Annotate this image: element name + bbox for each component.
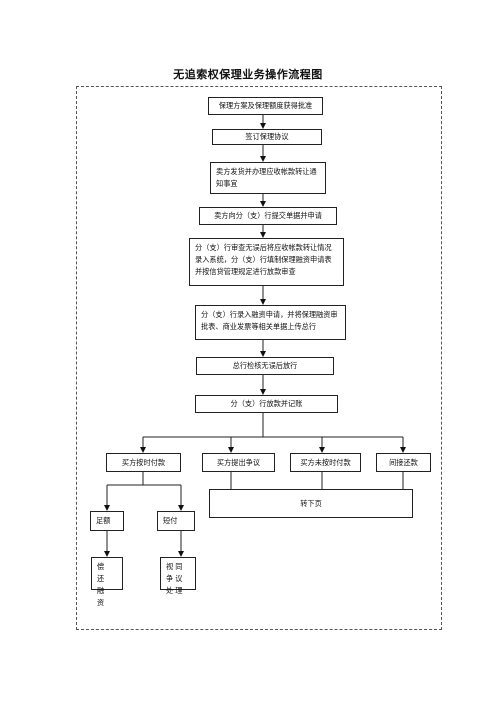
step-sign-agreement: 签订保理协议	[212, 129, 322, 145]
step-seller-notice: 卖方发货并办理应收帐款转让通知事宜	[210, 162, 326, 194]
branch-indirect-repay: 间接还款	[376, 453, 431, 472]
branch-not-on-time: 买方未按时付款	[290, 453, 361, 472]
flowchart-frame	[76, 86, 442, 630]
step-head-office-release: 总行检核无误后放行	[196, 357, 334, 375]
branch-dispute: 买方提出争议	[202, 453, 275, 472]
box-short-pay: 短付	[157, 511, 195, 531]
step-approval: 保理方案及保理额度获得批准	[208, 97, 323, 115]
box-sufficient: 足额	[90, 511, 124, 531]
step-branch-disburse: 分（支）行放款并记账	[195, 395, 338, 413]
page-title: 无追索权保理业务操作流程图	[173, 68, 323, 81]
box-treat-as-dispute: 视同争议处理	[160, 557, 196, 595]
branch-pay-on-time: 买方按时付款	[106, 453, 181, 472]
box-repay-financing: 偿还融资	[91, 557, 123, 607]
step-branch-input: 分（支）行录入融资申请，并将保理融资审批表、商业发票等相关单据上传总行	[195, 305, 346, 340]
box-continued-next-page: 转下页	[209, 489, 413, 518]
step-branch-review: 分（支）行审查无误后将应收帐款转让情况录入系统，分（支）行填制保理融资申请表并按…	[189, 238, 344, 286]
step-submit-application: 卖方向分（支）行提交单据并申请	[199, 207, 337, 225]
